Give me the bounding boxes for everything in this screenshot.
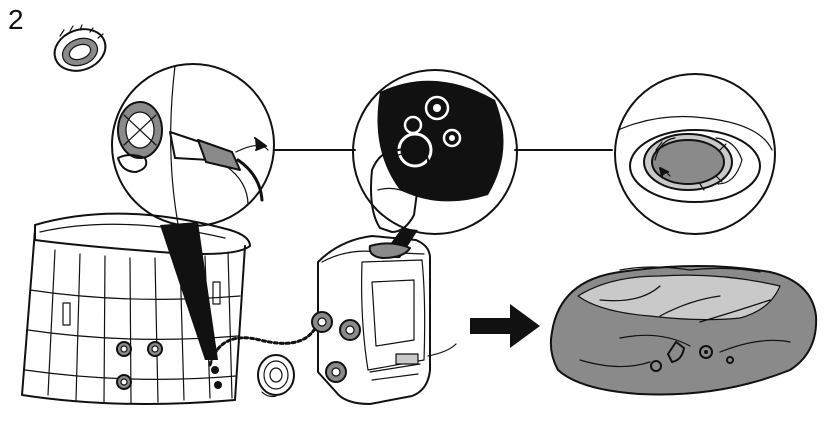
deflated-spa — [549, 265, 818, 396]
arrow-right-icon — [470, 304, 540, 348]
zoom-detail-drain-valve — [614, 73, 776, 235]
spa-tub — [21, 212, 251, 405]
zoom-detail-control-panel — [352, 69, 518, 235]
callout-pointer-left — [160, 222, 218, 360]
drain-plug-icon — [53, 24, 107, 72]
pump-unit — [311, 235, 457, 405]
zoom-detail-connector — [111, 63, 275, 227]
step-number: 2 — [8, 4, 24, 35]
drain-hose — [208, 328, 316, 398]
